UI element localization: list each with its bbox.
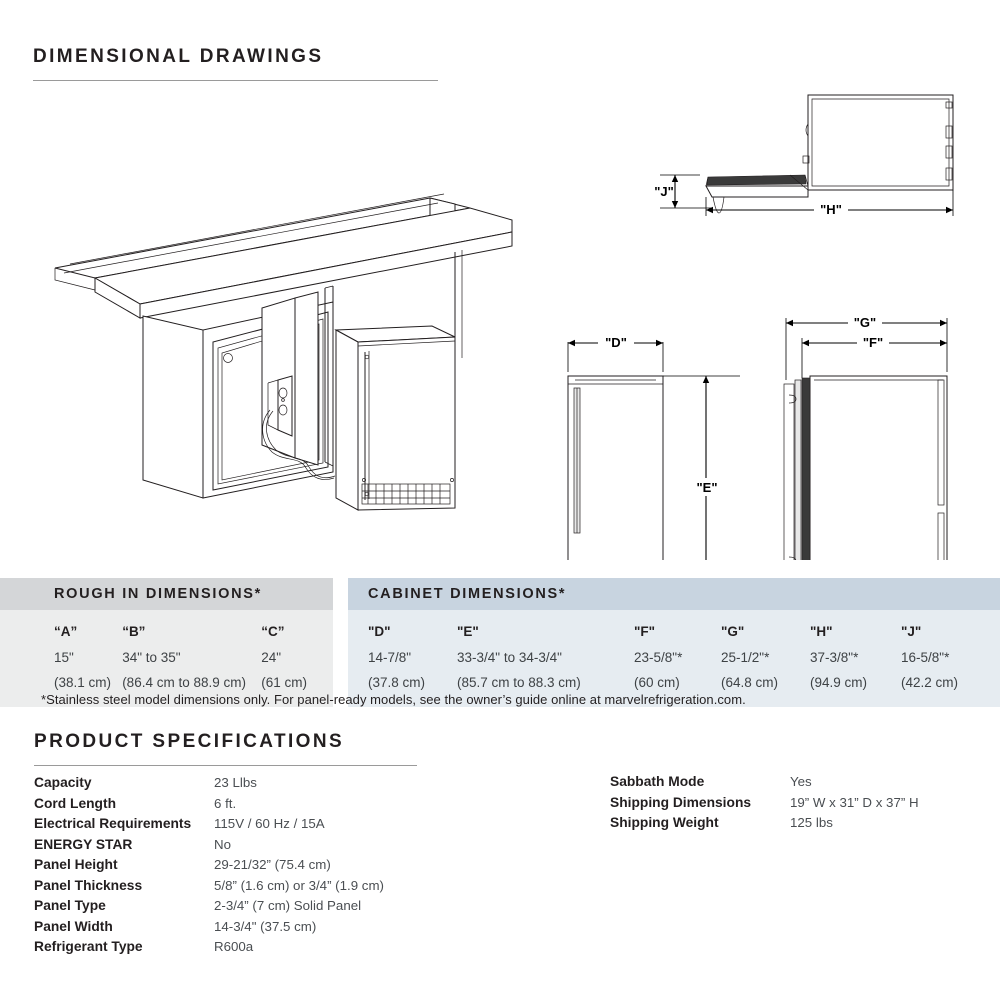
dim-label-j: "J" xyxy=(654,184,674,199)
spec-value: No xyxy=(214,836,231,852)
spec-label: Sabbath Mode xyxy=(610,774,705,789)
dimension-cm: (38.1 cm) xyxy=(54,675,112,690)
cabinet-table-body: "D" 14-7/8" (37.8 cm) "E" 33-3/4" to 34-… xyxy=(348,610,1000,707)
rough-in-table-body: “A” 15" (38.1 cm) “B” 34" to 35" (86.4 c… xyxy=(0,610,333,707)
spec-value: 29-21/32” (75.4 cm) xyxy=(214,857,331,872)
spec-label: Capacity xyxy=(34,775,92,790)
dim-label-d: "D" xyxy=(605,335,627,350)
spec-value: Yes xyxy=(790,774,812,789)
dimension-key: "D" xyxy=(368,624,391,639)
spec-label: Cord Length xyxy=(34,795,116,811)
top-view-drawing: "J" "H" xyxy=(654,94,954,218)
table-column: "H" 37-3/8"* (94.9 cm) xyxy=(810,619,901,695)
page-title: DIMENSIONAL DRAWINGS xyxy=(33,46,324,67)
isometric-installation-drawing xyxy=(54,193,513,511)
dimension-cm: (60 cm) xyxy=(634,675,680,690)
table-column: “B” 34" to 35" (86.4 cm to 88.9 cm) xyxy=(122,619,261,695)
spec-value: 6 ft. xyxy=(214,795,237,811)
spec-label: Panel Thickness xyxy=(34,877,143,893)
dimension-inches: 24" xyxy=(261,650,282,665)
dimension-inches: 23-5/8"* xyxy=(634,650,683,665)
product-specs-left-column: Capacity 23 Llbs Cord Length 6 ft. Elect… xyxy=(34,773,384,958)
cabinet-dimensions-table: CABINET DIMENSIONS* "D" 14-7/8" (37.8 cm… xyxy=(348,578,1000,707)
spec-row: Capacity 23 Llbs xyxy=(34,773,384,794)
spec-label: Shipping Weight xyxy=(610,815,719,830)
spec-value: 115V / 60 Hz / 15A xyxy=(214,816,325,831)
spec-label: Panel Type xyxy=(34,898,106,913)
table-column: “A” 15" (38.1 cm) xyxy=(54,619,122,695)
table-column: "J" 16-5/8"* (42.2 cm) xyxy=(901,619,991,695)
spec-label: Panel Height xyxy=(34,857,118,872)
dimension-key: "J" xyxy=(901,624,922,639)
dimension-inches: 37-3/8"* xyxy=(810,650,859,665)
heading-divider xyxy=(34,765,417,766)
spec-row: Shipping Dimensions 19” W x 31” D x 37” … xyxy=(610,793,919,814)
table-column: “C” 24" (61 cm) xyxy=(261,619,333,695)
dimension-cm: (85.7 cm to 88.3 cm) xyxy=(457,675,581,690)
table-column: "D" 14-7/8" (37.8 cm) xyxy=(368,619,457,695)
dimension-inches: 14-7/8" xyxy=(368,650,412,665)
dim-label-h: "H" xyxy=(820,202,842,217)
dimension-inches: 33-3/4" to 34-3/4" xyxy=(457,650,562,665)
spec-row: Panel Height 29-21/32” (75.4 cm) xyxy=(34,855,384,876)
spec-row: Panel Width 14-3/4" (37.5 cm) xyxy=(34,917,384,938)
front-elevation-drawing: "D" "E" xyxy=(567,335,740,560)
spec-row: Sabbath Mode Yes xyxy=(610,772,919,793)
dimension-cm: (37.8 cm) xyxy=(368,675,426,690)
spec-label: Refrigerant Type xyxy=(34,939,143,954)
cabinet-table-title: CABINET DIMENSIONS* xyxy=(348,578,1000,610)
spec-value: 14-3/4" (37.5 cm) xyxy=(214,918,317,934)
dimension-key: "E" xyxy=(457,624,479,639)
dimension-key: "G" xyxy=(721,624,745,639)
dim-label-e: "E" xyxy=(697,480,718,495)
dimension-cm: (61 cm) xyxy=(261,675,307,690)
dimension-key: "H" xyxy=(810,624,833,639)
heading-divider xyxy=(33,80,438,81)
dimension-key: “C” xyxy=(261,624,285,639)
dimension-inches: 15" xyxy=(54,650,74,665)
dimension-inches: 25-1/2"* xyxy=(721,650,770,665)
table-column: "F" 23-5/8"* (60 cm) xyxy=(634,619,721,695)
dimension-key: “B” xyxy=(122,624,146,639)
spec-row: ENERGY STAR No xyxy=(34,835,384,856)
dimension-cm: (64.8 cm) xyxy=(721,675,779,690)
table-column: "G" 25-1/2"* (64.8 cm) xyxy=(721,619,810,695)
dimensional-drawings-heading-block: DIMENSIONAL DRAWINGS xyxy=(33,46,438,81)
dimension-cm: (42.2 cm) xyxy=(901,675,959,690)
spec-row: Panel Thickness 5/8” (1.6 cm) or 3/4” (1… xyxy=(34,876,384,897)
table-column: "E" 33-3/4" to 34-3/4" (85.7 cm to 88.3 … xyxy=(457,619,634,695)
dimensional-drawings-area: "J" "H" xyxy=(0,80,1000,560)
product-specs-right-column: Sabbath Mode Yes Shipping Dimensions 19”… xyxy=(610,772,919,834)
rough-in-table-title: ROUGH IN DIMENSIONS* xyxy=(0,578,333,610)
dimension-inches: 34" to 35" xyxy=(122,650,181,665)
spec-label: ENERGY STAR xyxy=(34,836,133,852)
spec-label: Electrical Requirements xyxy=(34,816,192,831)
spec-value: 19” W x 31” D x 37” H xyxy=(790,794,919,810)
spec-row: Panel Type 2-3/4” (7 cm) Solid Panel xyxy=(34,896,384,917)
dimension-key: “A” xyxy=(54,624,78,639)
rough-in-dimensions-table: ROUGH IN DIMENSIONS* “A” 15" (38.1 cm) “… xyxy=(0,578,333,707)
spec-label: Panel Width xyxy=(34,918,113,934)
spec-row: Electrical Requirements 115V / 60 Hz / 1… xyxy=(34,814,384,835)
spec-row: Cord Length 6 ft. xyxy=(34,794,384,815)
dimension-cm: (94.9 cm) xyxy=(810,675,868,690)
spec-value: 2-3/4” (7 cm) Solid Panel xyxy=(214,898,362,913)
dimension-inches: 16-5/8"* xyxy=(901,650,950,665)
product-specifications-title: PRODUCT SPECIFICATIONS xyxy=(34,731,345,752)
table-footnote: *Stainless steel model dimensions only. … xyxy=(41,692,746,707)
dim-label-g: "G" xyxy=(854,315,876,330)
dimension-key: "F" xyxy=(634,624,656,639)
spec-value: 23 Llbs xyxy=(214,775,257,790)
spec-row: Refrigerant Type R600a xyxy=(34,937,384,958)
spec-label: Shipping Dimensions xyxy=(610,794,752,810)
product-specifications-heading-block: PRODUCT SPECIFICATIONS xyxy=(34,731,417,766)
dimension-cm: (86.4 cm to 88.9 cm) xyxy=(122,675,246,690)
side-elevation-drawing: "G" "F" 21½" (54.6cm) xyxy=(783,315,948,560)
spec-value: R600a xyxy=(214,939,254,954)
spec-value: 5/8” (1.6 cm) or 3/4” (1.9 cm) xyxy=(214,877,384,893)
spec-value: 125 lbs xyxy=(790,815,833,830)
dim-label-f: "F" xyxy=(863,335,883,350)
spec-row: Shipping Weight 125 lbs xyxy=(610,813,919,834)
